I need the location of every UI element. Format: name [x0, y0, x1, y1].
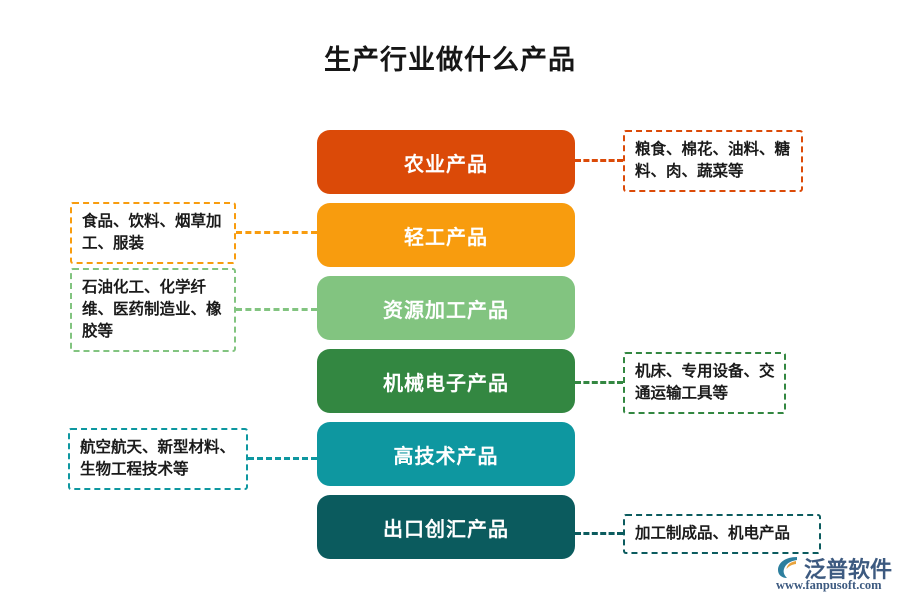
category-box-label: 农业产品: [404, 153, 488, 176]
category-box-export-earning[interactable]: 出口创汇产品: [317, 495, 575, 559]
connector-light-industry: [236, 231, 317, 234]
callout-note-resource-processing: 石油化工、化学纤维、医药制造业、橡胶等: [70, 268, 236, 352]
page-title: 生产行业做什么产品: [324, 45, 576, 75]
callout-note-agriculture: 粮食、棉花、油料、糖料、肉、蔬菜等: [623, 130, 803, 192]
category-box-high-tech[interactable]: 高技术产品: [317, 422, 575, 486]
brand-logo: 泛普软件 www.fanpusoft.com: [776, 552, 896, 596]
category-box-agriculture[interactable]: 农业产品: [317, 130, 575, 194]
connector-export-earning: [575, 532, 623, 535]
connector-high-tech: [248, 457, 317, 460]
category-box-label: 高技术产品: [393, 445, 499, 468]
category-box-resource-processing[interactable]: 资源加工产品: [317, 276, 575, 340]
category-box-label: 轻工产品: [404, 226, 488, 249]
callout-note-high-tech: 航空航天、新型材料、生物工程技术等: [68, 428, 248, 490]
callout-note-light-industry: 食品、饮料、烟草加工、服装: [70, 202, 236, 264]
category-box-machinery-electronics[interactable]: 机械电子产品: [317, 349, 575, 413]
connector-resource-processing: [236, 308, 317, 311]
fanpu-logo-icon: [776, 554, 802, 580]
callout-note-machinery-electronics: 机床、专用设备、交通运输工具等: [623, 352, 786, 414]
category-box-label: 资源加工产品: [383, 299, 509, 322]
connector-agriculture: [575, 159, 623, 162]
category-box-label: 出口创汇产品: [383, 518, 509, 541]
callout-note-export-earning: 加工制成品、机电产品: [623, 514, 821, 554]
brand-url: www.fanpusoft.com: [776, 578, 882, 592]
category-box-light-industry[interactable]: 轻工产品: [317, 203, 575, 267]
connector-machinery-electronics: [575, 381, 623, 384]
category-box-label: 机械电子产品: [383, 372, 509, 395]
brand-name: 泛普软件: [804, 557, 893, 582]
